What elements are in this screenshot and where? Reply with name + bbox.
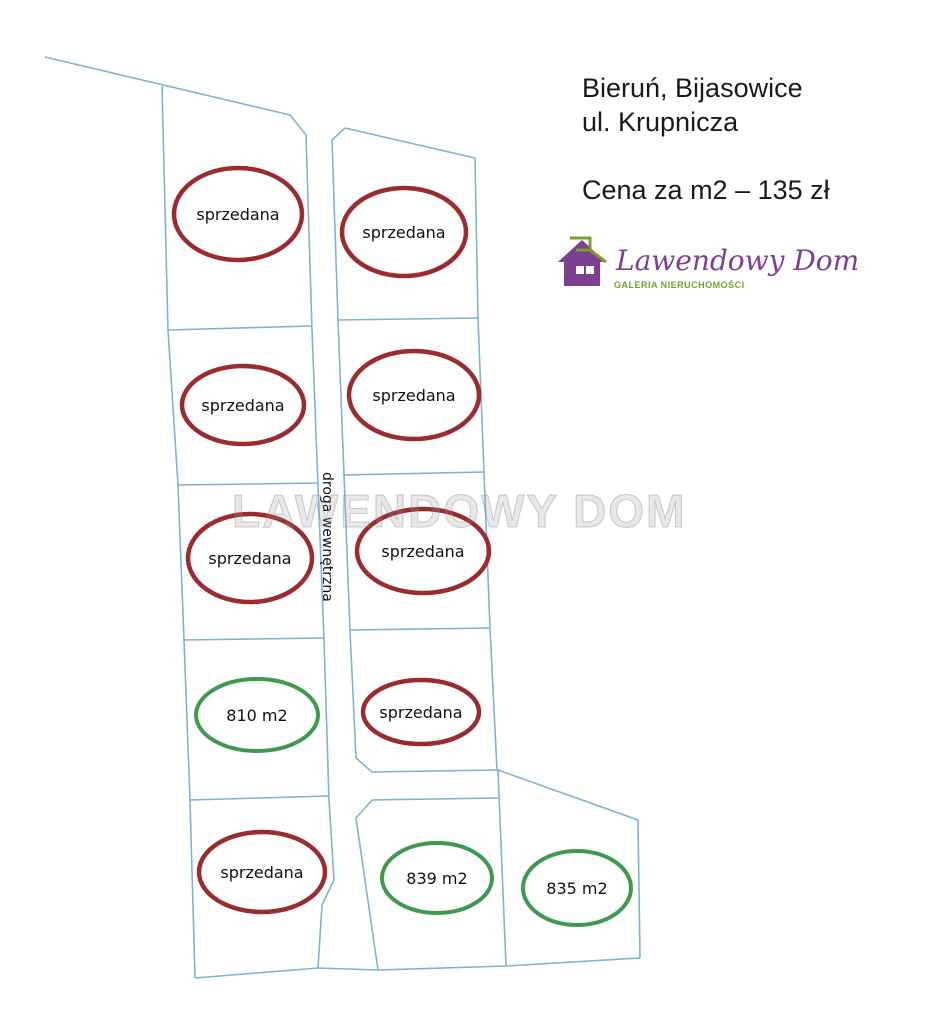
plot-10: 839 m2 bbox=[380, 841, 494, 915]
plot-11: 835 m2 bbox=[521, 849, 633, 927]
sold-marker-oval bbox=[179, 363, 307, 447]
plot-6: sprzedana bbox=[354, 506, 492, 596]
plots-layer: sprzedana sprzedana sprzedana sprzedana sprz… bbox=[171, 165, 633, 927]
location-line2: ul. Krupnicza bbox=[582, 107, 739, 137]
plot-label: 839 m2 bbox=[406, 869, 467, 888]
plot-label: sprzedana bbox=[196, 205, 279, 224]
sold-marker-oval bbox=[360, 677, 482, 747]
plot-label: sprzedana bbox=[220, 863, 303, 882]
plot-8: sprzedana bbox=[360, 677, 482, 747]
plot-label: sprzedana bbox=[201, 396, 284, 415]
available-marker-oval bbox=[380, 841, 494, 915]
available-marker-oval bbox=[521, 849, 633, 927]
plot-2: sprzedana bbox=[339, 185, 469, 279]
plot-9: sprzedana bbox=[196, 829, 328, 915]
sold-marker-oval bbox=[171, 165, 305, 263]
road-label: droga wewnętrzna bbox=[319, 472, 335, 602]
plot-7: 810 m2 bbox=[194, 677, 320, 753]
plot-5: sprzedana bbox=[185, 511, 315, 605]
available-marker-oval bbox=[194, 677, 320, 753]
plot-label: sprzedana bbox=[362, 223, 445, 242]
house-icon bbox=[558, 236, 607, 286]
sold-marker-oval bbox=[346, 348, 482, 442]
plot-label: sprzedana bbox=[381, 542, 464, 561]
parcel-boundaries bbox=[44, 56, 641, 979]
plot-label: sprzedana bbox=[372, 386, 455, 405]
price-text: Cena za m2 – 135 zł bbox=[582, 175, 830, 205]
sold-marker-oval bbox=[185, 511, 315, 605]
logo-subtitle: GALERIA NIERUCHOMOŚCI bbox=[614, 279, 745, 290]
plot-1: sprzedana bbox=[171, 165, 305, 263]
sold-marker-oval bbox=[196, 829, 328, 915]
logo-script-text: Lawendowy Dom bbox=[615, 244, 859, 277]
sold-marker-oval bbox=[339, 185, 469, 279]
location-line1: Bieruń, Bijasowice bbox=[582, 73, 803, 103]
plot-4: sprzedana bbox=[346, 348, 482, 442]
plot-label: sprzedana bbox=[379, 703, 462, 722]
plot-3: sprzedana bbox=[179, 363, 307, 447]
logo: Lawendowy Dom GALERIA NIERUCHOMOŚCI bbox=[558, 236, 859, 290]
plot-label: 810 m2 bbox=[226, 706, 287, 725]
plot-label: 835 m2 bbox=[546, 879, 607, 898]
plot-label: sprzedana bbox=[208, 549, 291, 568]
sold-marker-oval bbox=[354, 506, 492, 596]
watermark: LAWENDOWY DOM bbox=[231, 485, 687, 538]
